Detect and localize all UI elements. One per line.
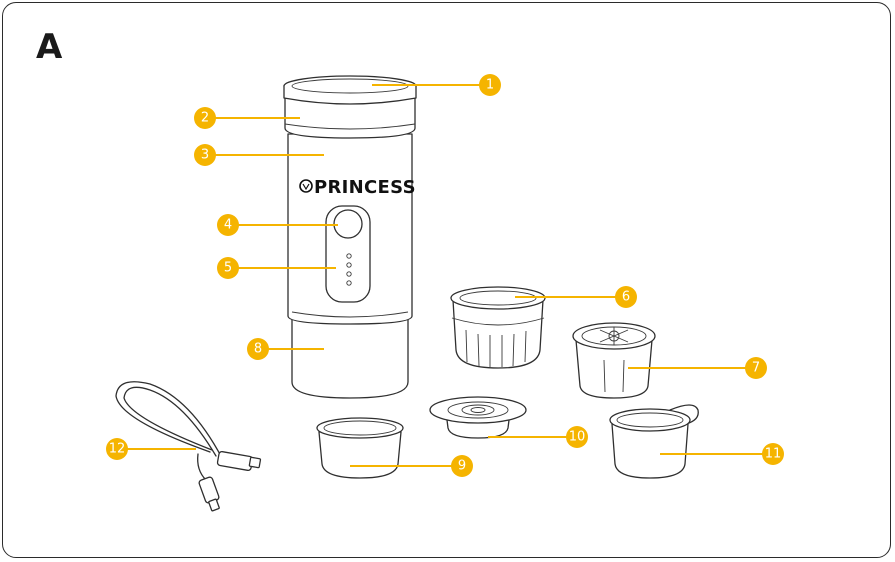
- svg-text:4: 4: [224, 218, 232, 233]
- callout-badge-7: 7: [745, 357, 767, 379]
- svg-text:11: 11: [765, 447, 782, 462]
- svg-text:8: 8: [254, 342, 262, 357]
- callout-badge-2: 2: [194, 107, 216, 129]
- capsule-11: [610, 405, 698, 478]
- callout-badge-3: 3: [194, 144, 216, 166]
- tamper-10: [430, 397, 526, 438]
- svg-text:9: 9: [458, 459, 466, 474]
- svg-text:1: 1: [486, 78, 494, 93]
- callout-badge-5: 5: [217, 257, 239, 279]
- svg-text:12: 12: [109, 442, 126, 457]
- adapter-7: [573, 323, 655, 398]
- svg-text:6: 6: [622, 290, 630, 305]
- adapter-6: [451, 287, 545, 368]
- usb-cable-12: [116, 382, 261, 511]
- brand-text: PRINCESS: [314, 177, 416, 198]
- svg-text:2: 2: [201, 111, 209, 126]
- brand-logo: PRINCESS: [300, 177, 416, 198]
- callout-badge-6: 6: [615, 286, 637, 308]
- svg-text:3: 3: [201, 148, 209, 163]
- svg-text:7: 7: [752, 361, 760, 376]
- svg-text:10: 10: [569, 430, 586, 445]
- callout-badge-4: 4: [217, 214, 239, 236]
- callout-badge-10: 10: [566, 426, 588, 448]
- callout-badge-11: 11: [762, 443, 784, 465]
- callout-badge-1: 1: [479, 74, 501, 96]
- cup-9: [317, 418, 403, 478]
- callout-badge-12: 12: [106, 438, 128, 460]
- callout-badge-8: 8: [247, 338, 269, 360]
- svg-text:5: 5: [224, 261, 232, 276]
- callout-badge-9: 9: [451, 455, 473, 477]
